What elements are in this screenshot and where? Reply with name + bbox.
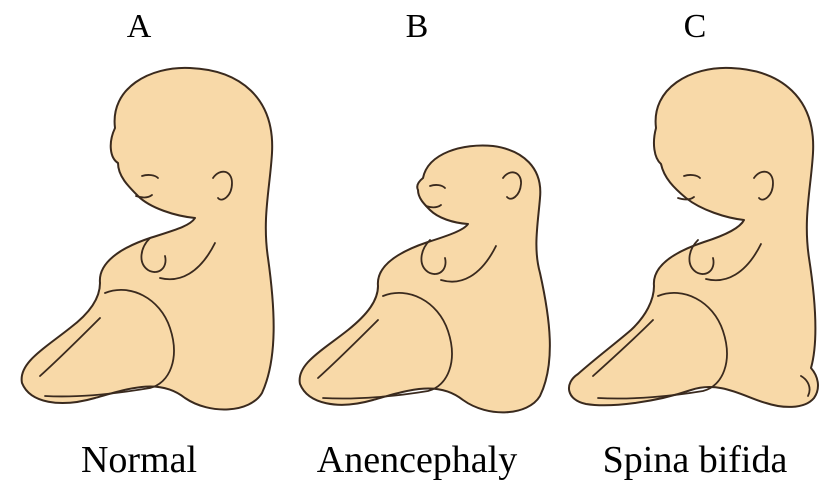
fetus-spina-bifida-body: [569, 68, 818, 407]
panel-spina-bifida: C Spina bifida: [556, 0, 833, 497]
panel-normal: A Normal: [0, 0, 278, 497]
fetus-spina-bifida-illustration: [556, 58, 833, 428]
panel-anencephaly: B Anencephaly: [278, 0, 556, 497]
fetus-anencephaly-illustration: [278, 58, 556, 428]
caption-spina-bifida: Spina bifida: [556, 438, 833, 482]
panel-letter-a: A: [0, 8, 278, 46]
caption-normal: Normal: [0, 438, 278, 482]
panel-letter-b: B: [278, 8, 556, 46]
panel-letter-c: C: [556, 8, 833, 46]
fetus-anencephaly-body: [300, 145, 550, 412]
caption-anencephaly: Anencephaly: [278, 438, 556, 482]
fetus-normal-illustration: [0, 58, 278, 428]
